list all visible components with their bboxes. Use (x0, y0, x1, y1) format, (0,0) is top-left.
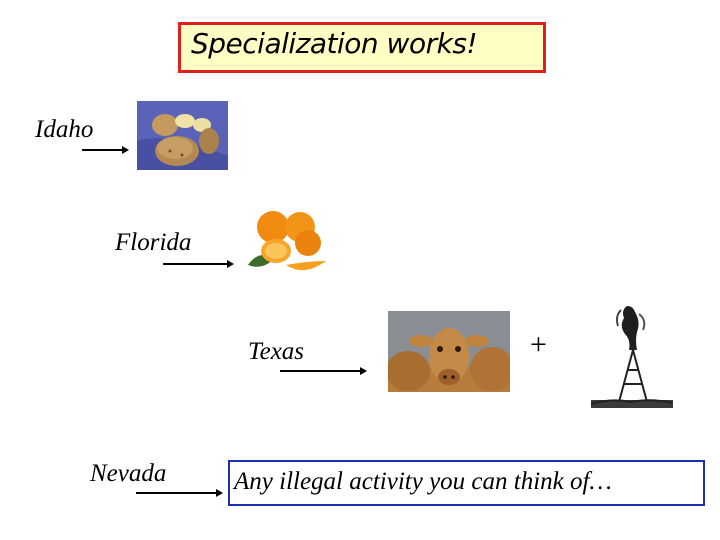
oil-gusher-icon (591, 304, 673, 408)
title-box: Specialization works! (178, 22, 546, 73)
label-nevada: Nevada (90, 460, 167, 487)
arrow-texas-icon (280, 367, 367, 375)
arrow-nevada-icon (136, 489, 223, 497)
oranges-icon (238, 205, 330, 277)
label-florida: Florida (115, 229, 192, 256)
illegal-activity-box: Any illegal activity you can think of… (228, 460, 705, 506)
label-idaho: Idaho (35, 116, 94, 143)
cow-icon (388, 311, 510, 392)
illegal-activity-text: Any illegal activity you can think of… (234, 468, 612, 495)
arrow-idaho-icon (82, 146, 129, 154)
slide-title: Specialization works! (191, 27, 478, 60)
arrow-florida-icon (163, 260, 234, 268)
label-texas: Texas (248, 338, 305, 365)
potatoes-icon (137, 101, 228, 170)
plus-sign: + (530, 328, 547, 361)
